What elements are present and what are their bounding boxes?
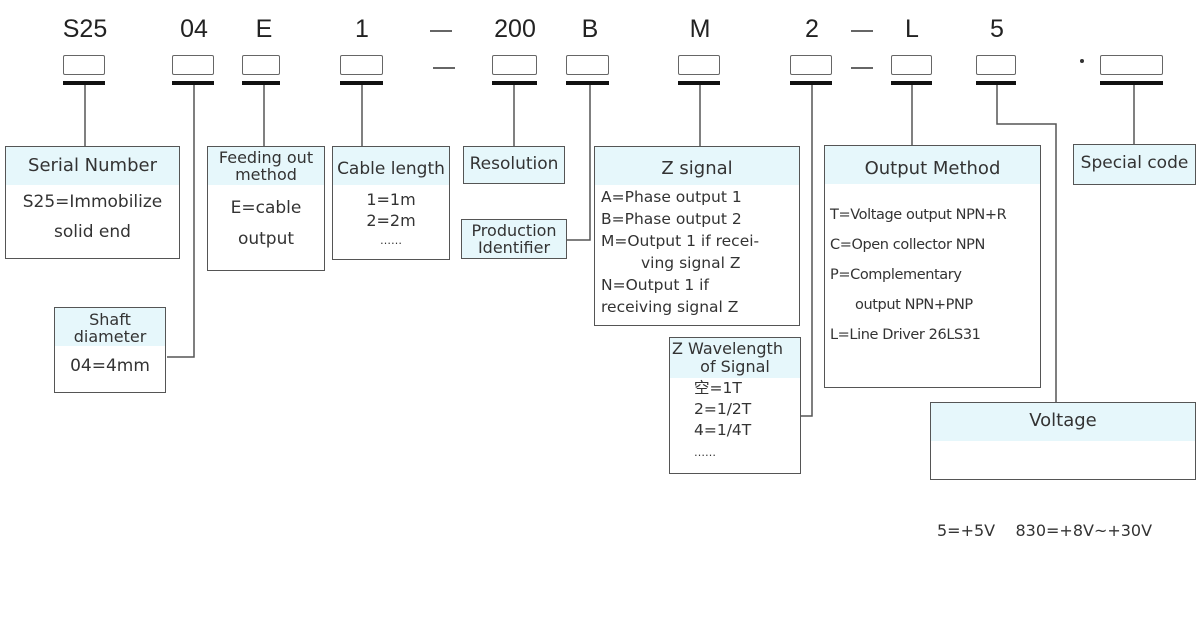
code-shaft: 04 (180, 15, 208, 43)
code-feeding: E (255, 15, 273, 43)
voltage-box: Voltage 5=+5V 830=+8V~+30V (930, 402, 1196, 540)
output-method-line: output NPN+PNP (855, 297, 973, 313)
resolution-box: Resolution (463, 146, 565, 184)
slot-serial (63, 55, 105, 75)
slot-z-signal (678, 55, 720, 75)
bar-shaft (172, 81, 214, 85)
cable-length-line: …… (380, 234, 402, 247)
z-signal-line: ving signal Z (641, 254, 741, 272)
feeding-title-2: method (235, 165, 297, 184)
z-wavelength-line: 空=1T (694, 379, 742, 397)
output-method-title: Output Method (825, 146, 1040, 184)
shaft-diameter-box: Shaft diameter 04=4mm (54, 307, 166, 393)
z-signal-line: M=Output 1 if recei- (601, 232, 760, 250)
slot-z-wavelength (790, 55, 832, 75)
z-signal-line: B=Phase output 2 (601, 210, 742, 228)
special-code-title: Special code (1074, 145, 1195, 181)
z-signal-line: receiving signal Z (601, 298, 739, 316)
bar-feeding (242, 81, 280, 85)
production-title-2: Identifier (477, 238, 551, 257)
output-method-line: P=Complementary (830, 267, 962, 283)
output-method-line: L=Line Driver 26LS31 (830, 327, 981, 343)
z-wavelength-line: 4=1/4T (694, 421, 752, 439)
slot-output (891, 55, 932, 75)
code-serial: S25 (62, 15, 108, 43)
separator-dot (1080, 59, 1084, 63)
slot-shaft (172, 55, 214, 75)
cable-length-line: 2=2m (366, 211, 416, 230)
serial-number-line: S25=Immobilize (22, 192, 163, 212)
special-code-box: Special code (1073, 144, 1196, 185)
slot-special (1100, 55, 1163, 75)
feeding-title-1: Feeding out (218, 148, 314, 167)
feeding-line: output (237, 229, 295, 249)
cable-length-line: 1=1m (366, 190, 416, 209)
z-wavelength-title-2: of Signal (700, 357, 770, 376)
z-signal-line: N=Output 1 if (601, 276, 709, 294)
bar-z-signal (678, 81, 720, 85)
production-title-1: Production (471, 221, 557, 240)
serial-number-title: Serial Number (6, 147, 179, 185)
bar-voltage (976, 81, 1016, 85)
bar-serial (63, 81, 105, 85)
z-wavelength-title-1: Z Wavelength (672, 339, 783, 358)
code-dash-1 (430, 30, 452, 32)
feeding-line: E=cable (230, 198, 302, 218)
line-z-wavelength (801, 85, 813, 417)
code-resolution: 200 (494, 15, 536, 43)
cable-length-box: Cable length 1=1m 2=2m …… (332, 146, 450, 260)
slot-resolution (492, 55, 537, 75)
voltage-line: 5=+5V 830=+8V~+30V (937, 521, 1153, 540)
code-cable: 1 (355, 15, 369, 43)
production-identifier-box: Production Identifier (461, 219, 567, 259)
z-signal-title: Z signal (595, 147, 799, 185)
z-wavelength-line: …… (694, 446, 716, 459)
bar-resolution (492, 81, 537, 85)
code-z-signal: M (689, 15, 711, 43)
bar-special (1100, 81, 1163, 85)
serial-number-box: Serial Number S25=Immobilize solid end (5, 146, 180, 259)
z-wavelength-box: Z Wavelength of Signal 空=1T 2=1/2T 4=1/4… (669, 337, 801, 474)
shaft-diameter-title-1: Shaft (89, 310, 131, 329)
output-method-line: T=Voltage output NPN+R (830, 207, 1007, 223)
bar-production (566, 81, 609, 85)
code-production: B (581, 15, 599, 43)
code-dash-2 (851, 30, 873, 32)
slot-feeding (242, 55, 280, 75)
slot-dash-2 (851, 67, 873, 69)
output-method-box: Output Method T=Voltage output NPN+R C=O… (824, 145, 1041, 388)
code-output: L (905, 15, 919, 43)
slot-voltage (976, 55, 1016, 75)
shaft-diameter-line: 04=4mm (70, 356, 150, 376)
z-signal-line: A=Phase output 1 (601, 188, 742, 206)
bar-output (891, 81, 932, 85)
bar-z-wavelength (790, 81, 832, 85)
z-wavelength-line: 2=1/2T (694, 400, 752, 418)
code-z-wavelength: 2 (805, 15, 819, 43)
line-production (566, 85, 591, 241)
cable-length-title: Cable length (333, 147, 449, 185)
serial-number-line: solid end (54, 222, 131, 242)
code-voltage: 5 (990, 15, 1004, 43)
z-signal-box: Z signal A=Phase output 1 B=Phase output… (594, 146, 800, 326)
slot-production (566, 55, 609, 75)
voltage-title: Voltage (931, 403, 1195, 441)
shaft-diameter-title-2: diameter (73, 327, 147, 346)
slot-dash-1 (433, 67, 455, 69)
resolution-title: Resolution (464, 147, 564, 182)
slot-cable (340, 55, 383, 75)
output-method-line: C=Open collector NPN (830, 237, 985, 253)
bar-cable (340, 81, 383, 85)
feeding-out-method-box: Feeding out method E=cable output (207, 146, 325, 271)
